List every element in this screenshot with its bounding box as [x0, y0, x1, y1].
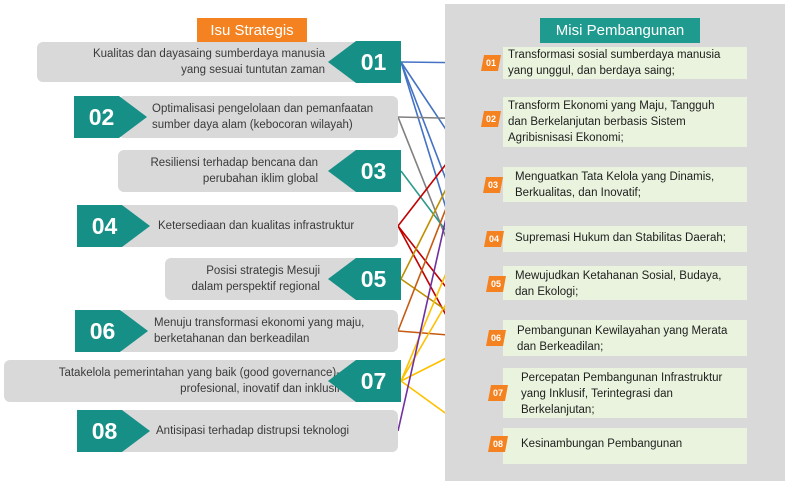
- issue-04-box: Ketersediaan dan kualitas infrastruktur: [118, 205, 398, 247]
- mission-02-text-line1: Transform Ekonomi yang Maju, Tangguh: [508, 100, 715, 112]
- mission-07-text-line2: yang Inklusif, Terintegrasi dan: [521, 388, 673, 400]
- mission-01-text-line1: Transformasi sosial sumberdaya manusia: [508, 49, 721, 61]
- mission-03-box: Menguatkan Tata Kelola yang Dinamis, Ber…: [503, 167, 747, 202]
- mission-04-box: Supremasi Hukum dan Stabilitas Daerah;: [503, 226, 747, 252]
- mission-06-box: Pembangunan Kewilayahan yang Merata dan …: [503, 320, 747, 356]
- mission-01-box: Transformasi sosial sumberdaya manusia y…: [503, 47, 747, 79]
- mission-05-number: 05: [486, 276, 506, 292]
- mission-08-text-line1: Kesinambungan Pembangunan: [521, 438, 683, 450]
- mission-05-text-line2: dan Ekologi;: [515, 286, 579, 298]
- issue-04-text-line1: Ketersediaan dan kualitas infrastruktur: [158, 220, 355, 232]
- mission-02-box: Transform Ekonomi yang Maju, Tangguh dan…: [503, 97, 747, 147]
- development-mission-header: Misi Pembangunan: [540, 18, 700, 43]
- issue-08-text-line1: Antisipasi terhadap distrupsi teknologi: [156, 425, 350, 437]
- issue-02-text-line2: sumber daya alam (kebocoran wilayah): [152, 119, 353, 131]
- issue-07-box: Tatakelola pemerintahan yang baik (good …: [4, 360, 380, 402]
- mission-01-number: 01: [481, 55, 501, 71]
- issue-03-text-line2: perubahan iklim global: [202, 173, 318, 185]
- issue-08-box: Antisipasi terhadap distrupsi teknologi: [118, 410, 398, 452]
- mission-05-box: Mewujudkan Ketahanan Sosial, Budaya, dan…: [503, 266, 747, 300]
- issue-02-text-line1: Optimalisasi pengelolaan dan pemanfaatan: [152, 103, 374, 115]
- mission-07-box: Percepatan Pembangunan Infrastruktur yan…: [503, 368, 747, 418]
- strategic-issues-header: Isu Strategis: [197, 18, 307, 43]
- mission-02-text-line3: Agribisnisasi Ekonomi;: [508, 132, 624, 144]
- mission-04-text-line1: Supremasi Hukum dan Stabilitas Daerah;: [515, 232, 726, 244]
- mission-02-number: 02: [481, 111, 501, 127]
- mission-07-text-line3: Berkelanjutan;: [521, 404, 595, 416]
- issue-01-box: Kualitas dan dayasaing sumberdaya manusi…: [37, 42, 377, 82]
- issue-05-text-line1: Posisi strategis Mesuji: [206, 265, 320, 277]
- issue-07-text-line1: Tatakelola pemerintahan yang baik (good …: [58, 367, 340, 379]
- mission-06-text-line2: dan Berkeadilan;: [517, 341, 604, 353]
- mission-04-number: 04: [484, 231, 504, 247]
- mission-08-box: Kesinambungan Pembangunan: [503, 428, 747, 464]
- issue-06-box: Menuju transformasi ekonomi yang maju, b…: [118, 310, 398, 352]
- issue-01-text-line2: yang sesuai tuntutan zaman: [181, 64, 325, 76]
- mission-03-text-line2: Berkualitas, dan Inovatif;: [515, 187, 641, 199]
- mission-03-number: 03: [483, 177, 503, 193]
- mission-06-text-line1: Pembangunan Kewilayahan yang Merata: [517, 325, 728, 337]
- issue-07-text-line2: profesional, inovatif dan inklusif: [180, 383, 340, 395]
- mission-06-number: 06: [486, 330, 506, 346]
- issue-01-text-line1: Kualitas dan dayasaing sumberdaya manusi…: [92, 48, 325, 60]
- mission-02-text-line2: dan Berkelanjutan berbasis Sistem: [508, 116, 686, 128]
- issue-03-text-line1: Resiliensi terhadap bencana dan: [150, 157, 318, 169]
- issue-02-box: Optimalisasi pengelolaan dan pemanfaatan…: [118, 96, 398, 138]
- issue-06-text-line2: berketahanan dan berkeadilan: [154, 333, 310, 345]
- mission-05-text-line1: Mewujudkan Ketahanan Sosial, Budaya,: [515, 270, 722, 282]
- mission-01-text-line2: yang unggul, dan berdaya saing;: [508, 65, 675, 77]
- mission-07-text-line1: Percepatan Pembangunan Infrastruktur: [521, 372, 723, 384]
- issue-05-text-line2: dalam perspektif regional: [191, 281, 321, 293]
- mission-08-number: 08: [488, 436, 508, 452]
- mission-07-number: 07: [488, 385, 508, 401]
- mission-03-text-line1: Menguatkan Tata Kelola yang Dinamis,: [515, 171, 715, 183]
- issue-06-text-line1: Menuju transformasi ekonomi yang maju,: [154, 317, 365, 329]
